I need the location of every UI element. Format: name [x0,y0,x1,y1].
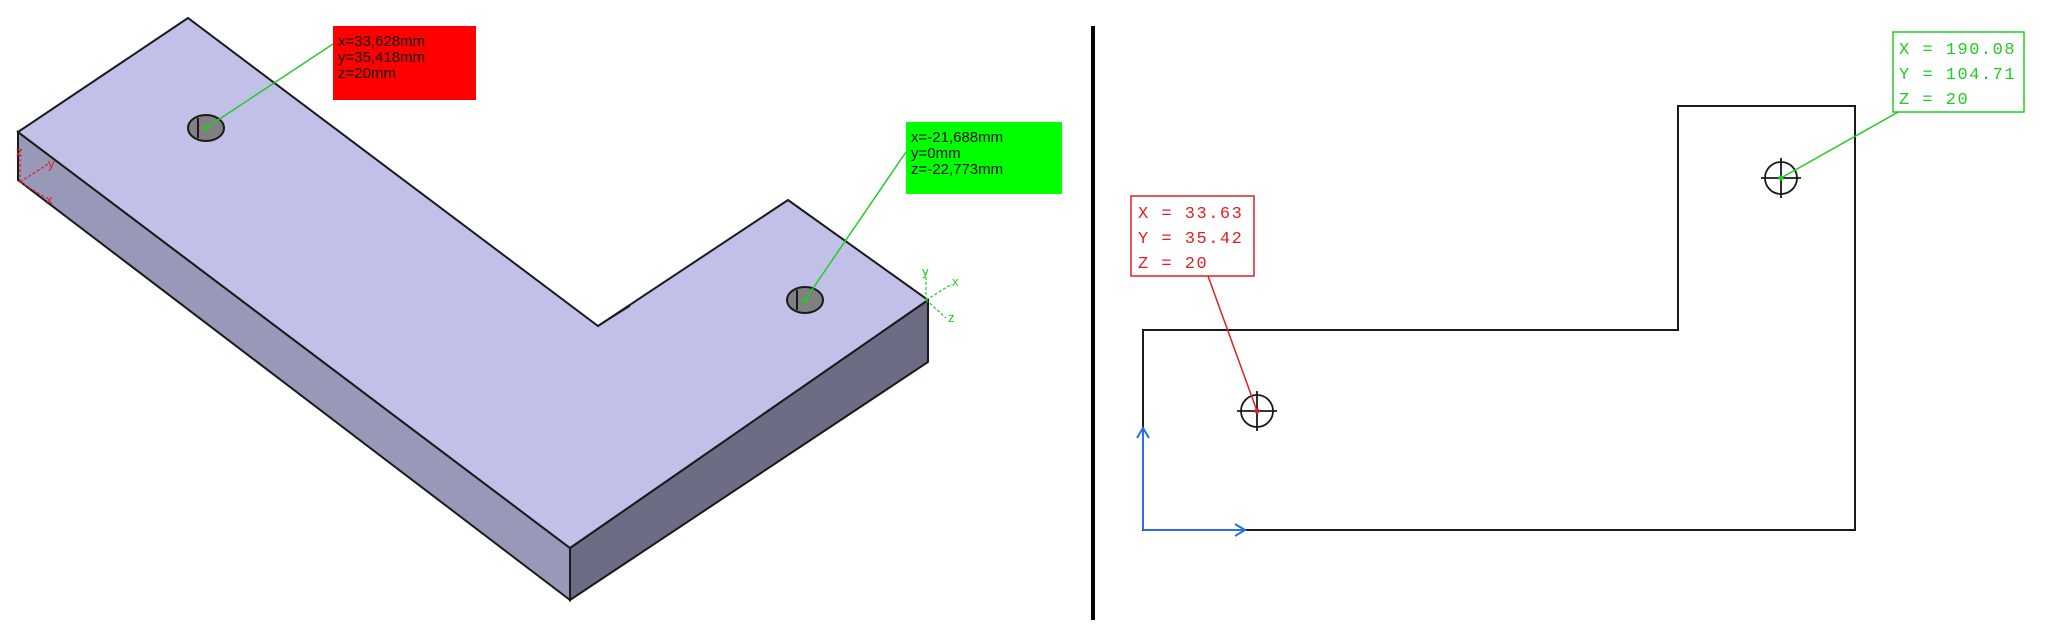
green-axis-y-label: y [922,264,929,279]
tag-green-2d-x: X = 190.08 [1899,41,2016,60]
tag-red-2d-y: Y = 35.42 [1138,230,1243,249]
axis-triad-red-icon: z y x [16,144,55,207]
tag-red-3d-y: y=35,418mm [338,49,425,66]
tag-red-2d-x: X = 33.63 [1138,205,1243,224]
isometric-view: x=33,628mm y=35,418mm z=20mm x=-21,688mm… [16,16,1062,603]
origin-axes-icon [1136,426,1247,537]
coordinate-tag-red-2d: X = 33.63 Y = 35.42 Z = 20 [1130,195,1255,277]
leader-red-3d [205,43,334,129]
red-axis-x-label: x [46,192,53,207]
part-inner-edge [597,305,631,327]
red-axis-z-label: z [16,144,23,159]
coordinate-tag-green-2d: X = 190.08 Y = 104.71 Z = 20 [1892,31,2025,113]
coordinate-tag-green-3d: x=-21,688mm y=0mm z=-22,773mm [906,122,1062,194]
coordinate-tag-red-3d: x=33,628mm y=35,418mm z=20mm [333,26,476,100]
part-top-face [16,16,930,550]
green-axis-z-label: z [948,310,955,325]
leader-green-3d [804,151,907,301]
tag-green-3d-y: y=0mm [911,145,961,162]
drawing-view: X = 33.63 Y = 35.42 Z = 20 X = 190.08 Y … [1130,31,2025,537]
tag-red-2d-z: Z = 20 [1138,255,1208,274]
leader-red-2d [1207,275,1258,412]
leader-green-2d [1780,110,1901,179]
axis-triad-green-icon: y x z [922,264,959,325]
tag-red-3d-x: x=33,628mm [338,33,425,50]
green-axis-x-label: x [952,274,959,289]
red-axis-y-label: y [48,156,55,171]
tag-green-3d-x: x=-21,688mm [911,129,1003,146]
tag-green-2d-y: Y = 104.71 [1899,66,2016,85]
tag-red-3d-z: z=20mm [338,65,396,82]
tag-green-3d-z: z=-22,773mm [911,161,1003,178]
part-outline-2d [1142,105,1856,531]
tag-green-2d-z: Z = 20 [1899,91,1969,110]
